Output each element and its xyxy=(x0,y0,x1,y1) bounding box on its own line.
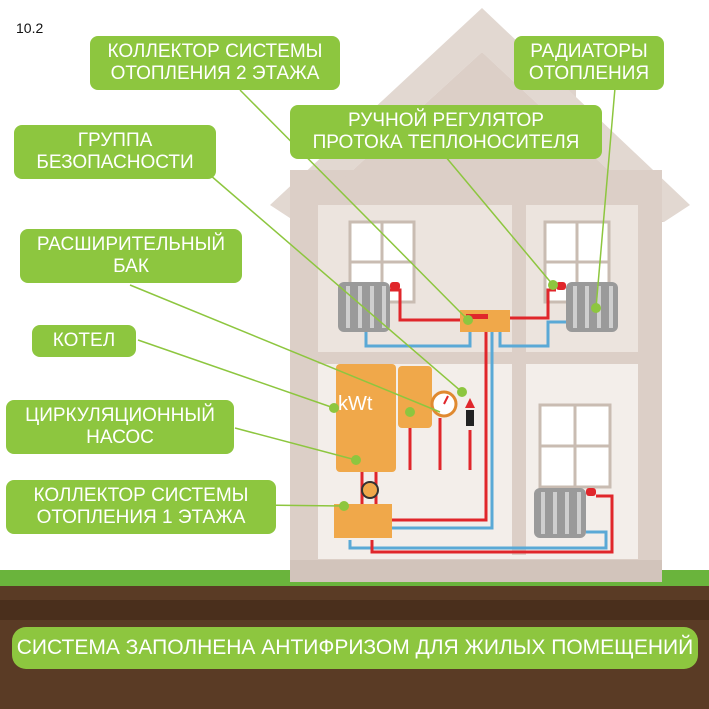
label-boiler: КОТЕЛ xyxy=(32,325,136,357)
center-divider xyxy=(512,195,526,555)
label-expansion-tank-line-2: БАК xyxy=(113,256,149,277)
label-manual-regulator-line-1: РУЧНОЙ РЕГУЛЯТОР xyxy=(348,110,544,131)
label-collector-2: КОЛЛЕКТОР СИСТЕМЫ ОТОПЛЕНИЯ 2 ЭТАЖА xyxy=(90,36,340,90)
label-manual-regulator: РУЧНОЙ РЕГУЛЯТОР ПРОТОКА ТЕПЛОНОСИТЕЛЯ xyxy=(290,105,602,159)
boiler-text: kWt xyxy=(338,393,373,415)
label-collector-1-line-2: ОТОПЛЕНИЯ 1 ЭТАЖА xyxy=(36,507,246,528)
label-safety-group: ГРУППА БЕЗОПАСНОСТИ xyxy=(14,125,216,179)
label-expansion-tank-line-1: РАСШИРИТЕЛЬНЫЙ xyxy=(36,234,226,255)
label-radiators-line-2: ОТОПЛЕНИЯ xyxy=(528,63,650,84)
label-radiators: РАДИАТОРЫ ОТОПЛЕНИЯ xyxy=(514,36,664,90)
radiator-lower-right xyxy=(534,488,596,538)
hot-pipes xyxy=(360,288,614,554)
safety-valve xyxy=(466,410,474,426)
label-collector-1-line-1: КОЛЛЕКТОР СИСТЕМЫ xyxy=(33,485,249,506)
antifreeze-banner: СИСТЕМА ЗАПОЛНЕНА АНТИФРИЗОМ ДЛЯ ЖИЛЫХ П… xyxy=(12,627,698,669)
air-vent-icon xyxy=(465,398,475,408)
leader-lines xyxy=(129,87,616,507)
leader-dots xyxy=(329,280,601,511)
label-manual-regulator-line-2: ПРОТОКА ТЕПЛОНОСИТЕЛЯ xyxy=(312,132,580,153)
label-pump: ЦИРКУЛЯЦИОННЫЙ НАСОС xyxy=(6,400,234,454)
label-collector-2-line-1: КОЛЛЕКТОР СИСТЕМЫ xyxy=(107,41,323,62)
boiler-body xyxy=(336,364,396,472)
label-safety-group-line-2: БЕЗОПАСНОСТИ xyxy=(36,152,194,173)
ground-dark-band xyxy=(0,600,709,620)
floor-slab xyxy=(300,352,652,364)
base-line xyxy=(290,560,662,582)
collector-2-pipes xyxy=(466,314,488,319)
label-expansion-tank: РАСШИРИТЕЛЬНЫЙ БАК xyxy=(20,229,242,283)
label-collector-1: КОЛЛЕКТОР СИСТЕМЫ ОТОПЛЕНИЯ 1 ЭТАЖА xyxy=(6,480,276,534)
label-boiler-line-1: КОТЕЛ xyxy=(52,330,116,351)
circulation-pump-icon xyxy=(361,481,379,499)
label-safety-group-line-1: ГРУППА xyxy=(77,130,153,151)
figure-number: 10.2 xyxy=(16,20,44,36)
window-lower-right xyxy=(538,403,612,489)
label-radiators-line-1: РАДИАТОРЫ xyxy=(530,41,648,62)
label-pump-line-1: ЦИРКУЛЯЦИОННЫЙ xyxy=(25,405,215,426)
label-collector-2-line-2: ОТОПЛЕНИЯ 2 ЭТАЖА xyxy=(110,63,320,84)
label-pump-line-2: НАСОС xyxy=(86,427,154,448)
